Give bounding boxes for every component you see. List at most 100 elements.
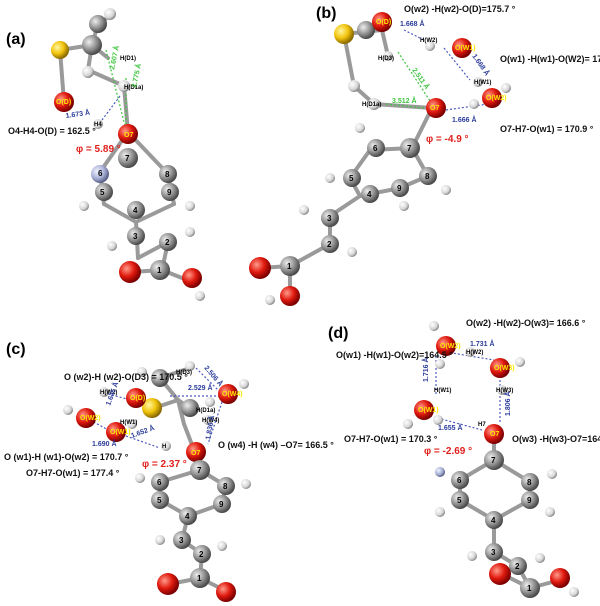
atom-number: 9 xyxy=(167,188,172,197)
hydrogen-atom xyxy=(241,479,251,489)
hydrogen-atom xyxy=(127,419,137,429)
hydrogen-atom xyxy=(118,80,130,92)
atom-number: 3 xyxy=(327,214,332,223)
carbon-atom xyxy=(520,578,540,598)
carbon-atom xyxy=(217,477,235,495)
atom-label: H(W2) xyxy=(420,38,437,44)
atom-number: 9 xyxy=(527,496,532,505)
hbond-distance: 2.529 Å xyxy=(188,383,213,392)
green-distance: 3.512 Å xyxy=(392,96,417,105)
panel-b-hbond-dash xyxy=(445,103,489,111)
carbon-atom xyxy=(521,491,539,509)
carbon-atom xyxy=(150,260,170,280)
carbon-atom xyxy=(89,15,107,33)
fluorine-atom xyxy=(435,467,445,477)
atom-number: 1 xyxy=(527,584,532,593)
oxygen-atom xyxy=(414,400,434,420)
atom-number: 2 xyxy=(515,562,520,571)
atom-label: O(D) xyxy=(376,19,391,26)
hydrogen-atom xyxy=(501,83,511,93)
carbon-atom xyxy=(321,209,339,227)
hydrogen-atom xyxy=(299,205,309,215)
angle-label: O(w1) -H(w1)-O(w2)=164.5 ° xyxy=(336,350,453,360)
hydrogen-atom xyxy=(425,41,435,51)
hbond-distance: 1.806 Å xyxy=(503,391,512,416)
hydrogen-atom xyxy=(104,8,116,20)
hydrogen-atom xyxy=(265,295,275,305)
atom-number: 6 xyxy=(457,476,462,485)
carbon-atom xyxy=(485,543,503,561)
atom-label: H(W2) xyxy=(466,350,483,356)
hydrogen-atom xyxy=(99,387,109,397)
atom-number: 9 xyxy=(219,500,224,509)
hydrogen-atom xyxy=(429,321,439,331)
carbon-atom xyxy=(151,491,169,509)
carbon-atom xyxy=(118,148,138,168)
carbon-atom xyxy=(127,227,145,245)
carbon-atom xyxy=(321,235,339,253)
atom-label: H(W1) xyxy=(120,420,137,426)
oxygen-atom xyxy=(157,573,179,595)
panel-b-molecule xyxy=(258,28,434,298)
carbon-atom xyxy=(400,138,420,158)
atom-label: O(W4) xyxy=(222,391,243,398)
carbon-atom xyxy=(151,369,169,387)
angle-label: O(w3) -H(w3)-O7=164.5 ° xyxy=(512,434,600,444)
oxygen-atom xyxy=(54,92,74,112)
sulfur-atom xyxy=(142,398,162,418)
angle-label: O7-H7-O(w1) = 177.4 ° xyxy=(26,468,120,478)
atom-number: 8 xyxy=(165,170,170,179)
angle-label: O7-H7-O(w1) = 170.9 ° xyxy=(500,124,594,134)
hydrogen-atom xyxy=(203,415,213,425)
oxygen-atom xyxy=(436,336,456,356)
oxygen-atom xyxy=(452,38,472,58)
atom-label: O(W3) xyxy=(494,365,515,372)
panel-b-hbond-dash xyxy=(443,47,471,81)
hydrogen-atom xyxy=(569,587,579,597)
carbon-atom xyxy=(179,507,197,525)
oxygen-atom xyxy=(372,12,392,32)
atom-number: 8 xyxy=(223,482,228,491)
hydrogen-atom xyxy=(161,441,171,451)
atom-label: O7 xyxy=(430,105,439,112)
hbond-distance: 1.716 Å xyxy=(421,357,430,382)
atom-label: H(D3) xyxy=(378,56,394,62)
carbon-atom xyxy=(127,201,145,219)
hydrogen-atom xyxy=(239,379,249,389)
carbon-atom xyxy=(161,183,179,201)
atom-number: 3 xyxy=(179,536,184,545)
oxygen-atom xyxy=(186,442,206,462)
hydrogen-atom xyxy=(545,507,555,517)
sulfur-atom xyxy=(51,41,69,59)
carbon-atom xyxy=(343,169,361,187)
atom-number: 6 xyxy=(157,478,162,487)
hydrogen-atom xyxy=(403,419,413,429)
atom-number: 3 xyxy=(133,232,138,241)
atom-number: 8 xyxy=(527,478,532,487)
carbon-atom xyxy=(451,471,469,489)
hydrogen-atom xyxy=(79,201,89,211)
atom-label: O(W1) xyxy=(455,45,476,52)
atom-label: O(D) xyxy=(130,395,145,402)
carbon-atom xyxy=(151,473,169,491)
hydrogen-atom xyxy=(63,405,73,415)
atom-label: O(W2) xyxy=(440,343,461,350)
carbon-atom xyxy=(419,167,437,185)
hydrogen-atom xyxy=(383,51,393,61)
hbond-distance: 1.668 Å xyxy=(400,19,425,28)
atom-label: O7 xyxy=(124,132,133,139)
atom-label: H xyxy=(162,444,166,450)
oxygen-atom xyxy=(280,286,300,306)
atom-number: 4 xyxy=(367,190,372,199)
atom-label: O7 xyxy=(490,431,499,438)
atom-number: 5 xyxy=(457,496,462,505)
atom-label: H(W4) xyxy=(202,418,219,424)
panel-label-b: (b) xyxy=(316,5,336,22)
hydrogen-atom xyxy=(185,361,195,371)
panel-c-hbond-dash xyxy=(207,401,223,445)
atom-label: H(D1a) xyxy=(124,85,143,91)
carbon-atom xyxy=(485,511,503,529)
hydrogen-atom xyxy=(325,173,335,183)
atom-label: H(W2) xyxy=(100,390,117,396)
